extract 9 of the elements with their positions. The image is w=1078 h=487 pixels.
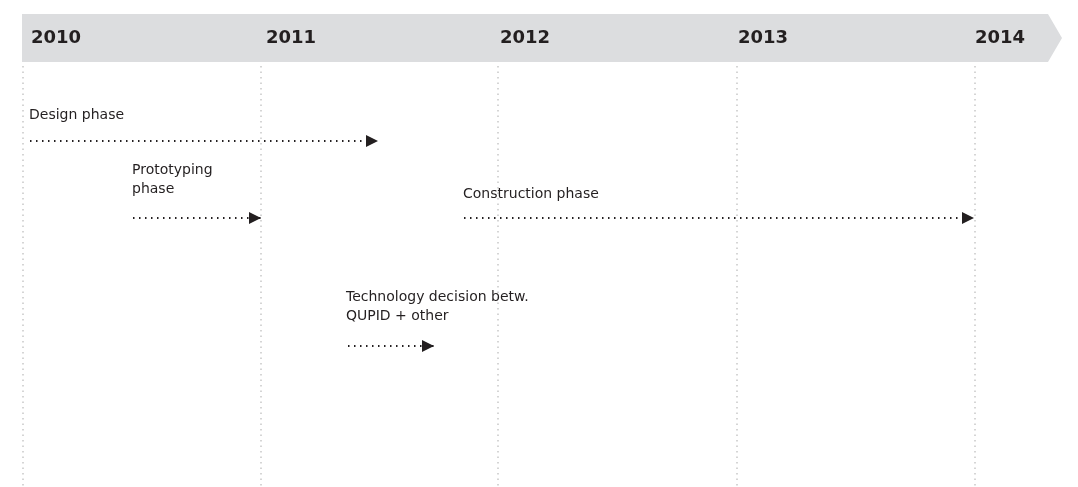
year-label: 2011	[266, 27, 318, 46]
phase-label: Construction phase	[463, 184, 600, 203]
year-label: 2010	[31, 27, 83, 46]
year-label: 2013	[738, 27, 790, 46]
phase-label: Technology decision betw. QUPID + other	[346, 287, 530, 325]
year-label: 2014	[975, 27, 1027, 46]
year-label: 2012	[500, 27, 552, 46]
phase-label: Design phase	[29, 105, 126, 124]
phase-label: Prototyping phase	[132, 160, 214, 198]
